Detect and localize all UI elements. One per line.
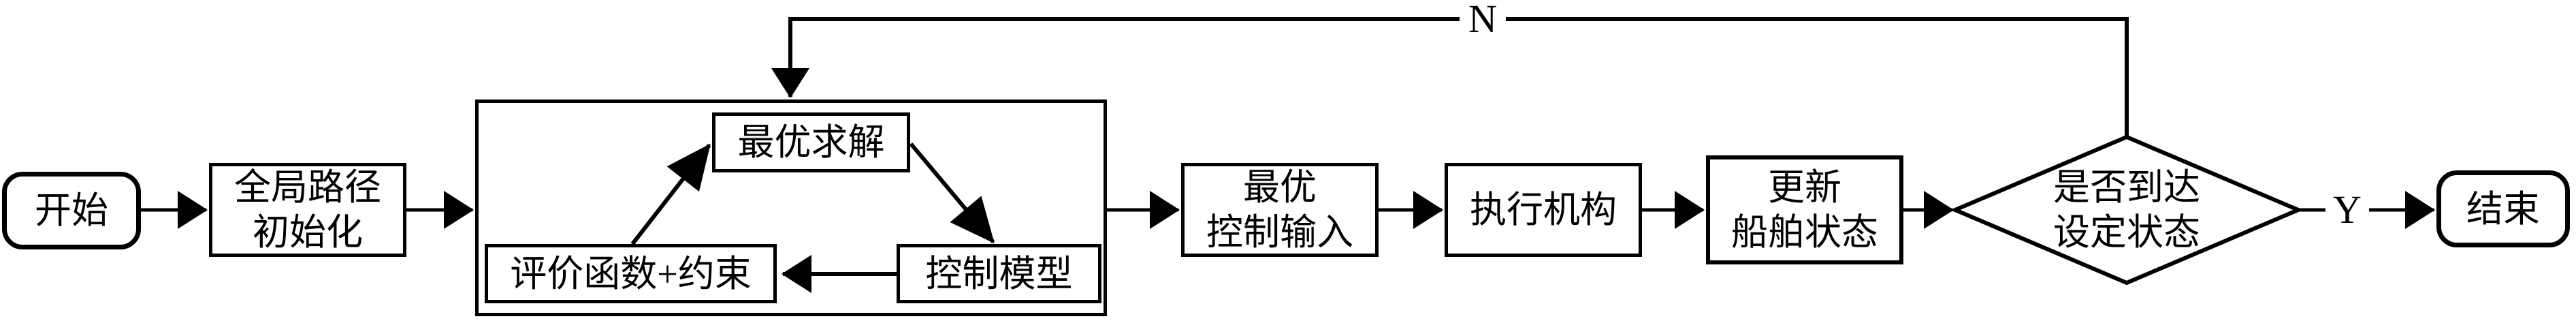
node-eval-function-constraints-label: 评价函数+约束 [510, 253, 752, 294]
edge-label-yes-text: Y [2333, 187, 2362, 232]
node-optimal-control-input-line2: 控制输入 [1206, 212, 1353, 253]
node-start: 开始 [2, 172, 141, 249]
node-actuator: 执行机构 [1445, 163, 1642, 257]
node-decision-line2: 设定状态 [2053, 212, 2200, 253]
node-optimal-solve: 最优求解 [712, 112, 910, 172]
edge-label-no-text: N [1468, 0, 1497, 41]
edge-decision-no-feedback [771, 17, 2129, 137]
node-update-ship-state: 更新 船舶状态 [1706, 155, 1903, 264]
node-optimal-control-input-line1: 最优 [1243, 167, 1317, 208]
node-update-ship-state-line1: 更新 [1768, 167, 1841, 208]
node-optimal-solve-label: 最优求解 [737, 122, 885, 163]
node-control-model: 控制模型 [897, 244, 1101, 303]
node-optimal-control-input: 最优 控制输入 [1181, 163, 1379, 257]
node-decision-reached-set-state: 是否到达 设定状态 [1991, 164, 2263, 256]
node-eval-function-constraints: 评价函数+约束 [485, 244, 777, 303]
edge-label-no: N [1460, 0, 1506, 41]
edge-optimal-solve-to-control-model [909, 142, 995, 244]
node-global-path-init: 全局路径 初始化 [209, 163, 406, 257]
node-end: 结束 [2436, 170, 2570, 247]
node-end-label: 结束 [2466, 188, 2540, 230]
node-decision-line1: 是否到达 [2053, 167, 2200, 208]
node-global-path-init-line2: 初始化 [253, 212, 363, 253]
node-start-label: 开始 [35, 190, 108, 231]
node-global-path-init-line1: 全局路径 [234, 167, 381, 208]
mpc-loop-container [475, 100, 1107, 316]
edge-label-yes: Y [2325, 187, 2369, 232]
node-control-model-label: 控制模型 [925, 253, 1073, 294]
node-actuator-label: 执行机构 [1470, 189, 1617, 230]
node-update-ship-state-line2: 船舶状态 [1731, 212, 1878, 253]
edge-eval-to-optimal-solve [630, 143, 711, 245]
